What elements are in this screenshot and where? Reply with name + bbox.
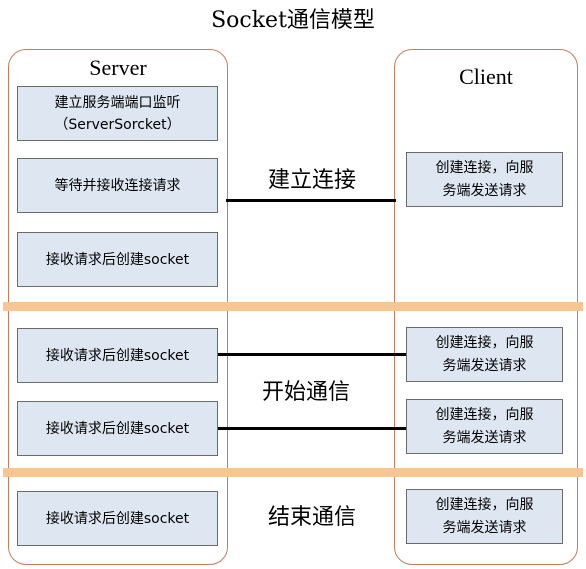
server-step-comm-1: 接收请求后创建socket	[17, 328, 218, 383]
server-step-listen: 建立服务端端口监听 （ServerSorcket）	[17, 86, 218, 141]
client-step-comm-2: 创建连接，向服 务端发送请求	[406, 399, 563, 454]
server-step-comm-2: 接收请求后创建socket	[17, 401, 218, 456]
server-step-end: 接收请求后创建socket	[17, 491, 218, 546]
phase-separator-1	[3, 302, 583, 311]
phase-label-connect: 建立连接	[267, 168, 356, 193]
server-lane-title: Server	[89, 55, 147, 80]
client-step-end: 创建连接，向服 务端发送请求	[406, 489, 563, 544]
diagram-title: Socket通信模型	[211, 8, 375, 33]
client-step-connect: 创建连接，向服 务端发送请求	[406, 152, 563, 207]
communicate-line-2	[218, 427, 408, 430]
server-step-accept: 等待并接收连接请求	[17, 158, 218, 213]
communicate-line-1	[218, 353, 408, 356]
client-lane-title: Client	[459, 64, 513, 89]
server-step-create-socket: 接收请求后创建socket	[17, 232, 218, 287]
connect-line	[226, 199, 396, 202]
phase-label-communicate: 开始通信	[261, 380, 350, 405]
phase-label-end: 结束通信	[267, 505, 356, 530]
client-step-comm-1: 创建连接，向服 务端发送请求	[406, 327, 563, 382]
phase-separator-2	[3, 468, 583, 477]
